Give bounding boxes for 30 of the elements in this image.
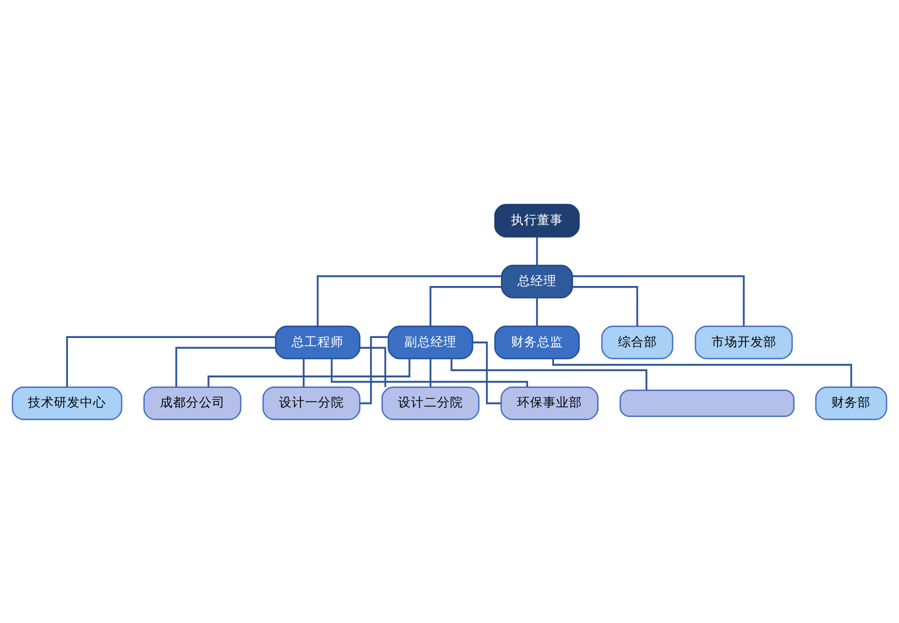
connector [66,336,276,386]
connector [536,236,538,265]
node-box: 设计二分院 [381,386,480,420]
node-box: 执行董事 [494,203,580,237]
connector [330,358,528,387]
connector [572,274,745,326]
node-box: 综合部 [601,325,674,359]
connector [208,358,410,387]
node-box: 财务部 [815,386,888,420]
connector [316,274,502,326]
connector [360,346,386,386]
connector [430,358,432,386]
connector [175,346,276,386]
node-box [620,389,795,416]
node-box: 总经理 [500,264,574,298]
node-box: 总工程师 [274,325,360,359]
node-box: 副总经理 [388,325,474,359]
node-box: 成都分公司 [143,386,242,420]
node-box: 技术研发中心 [12,386,122,420]
connector [360,336,388,404]
node-box: 市场开发部 [694,325,793,359]
connector [450,358,648,390]
connector [430,286,502,326]
connector [552,358,852,386]
node-box: 设计一分院 [262,386,360,420]
node-box: 环保事业部 [500,386,599,420]
node-box: 财务总监 [494,325,580,359]
connector [536,297,538,326]
connector [572,286,638,326]
connector [302,358,305,386]
